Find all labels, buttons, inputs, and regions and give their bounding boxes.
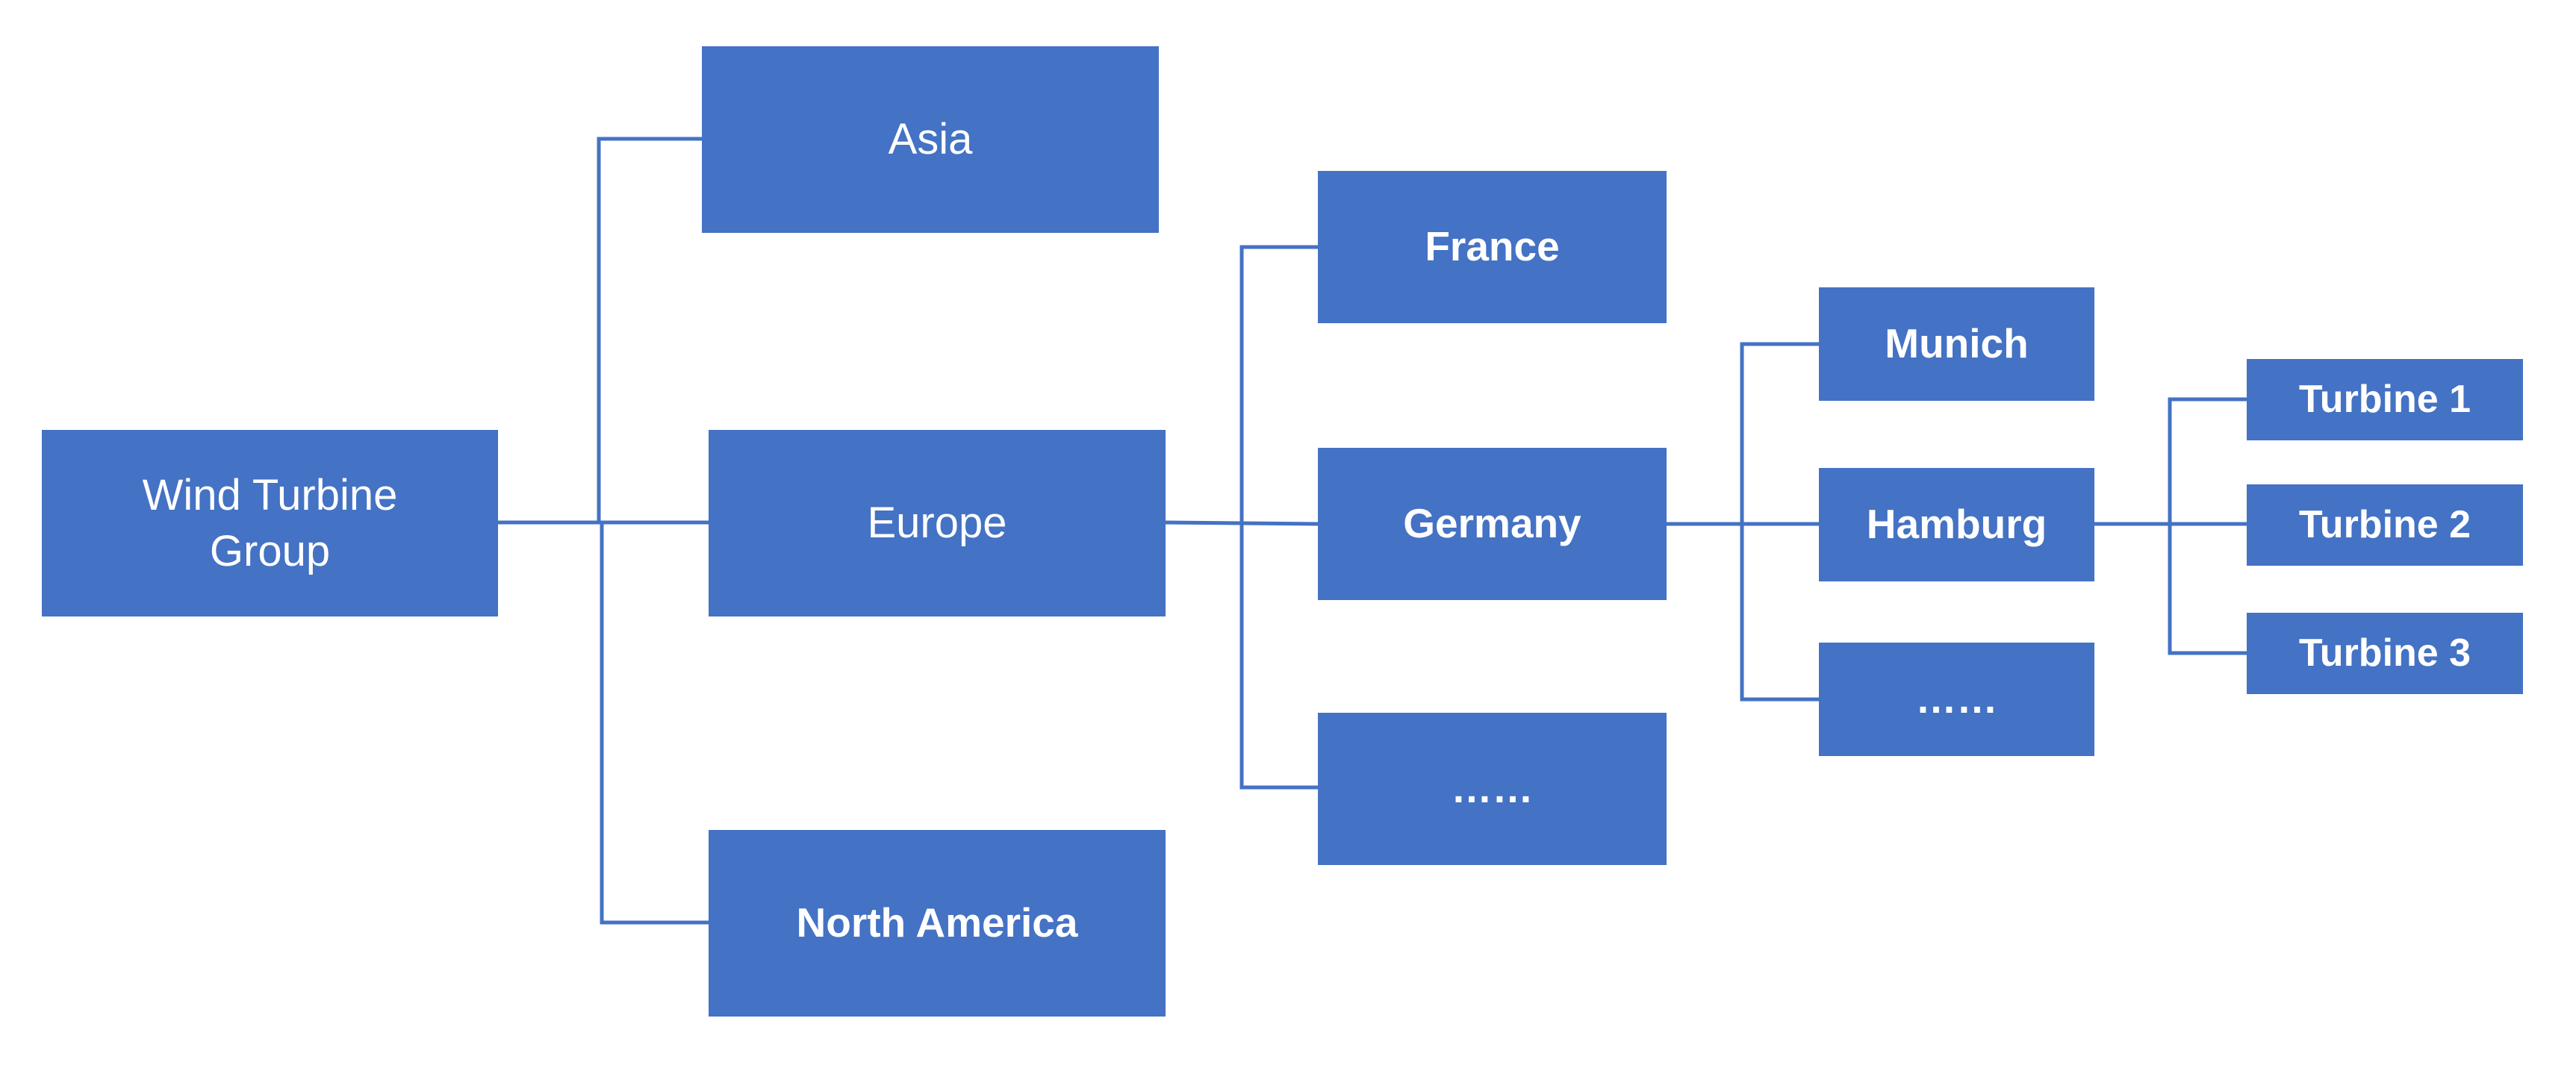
node-city-more: …… [1819, 643, 2094, 756]
node-asia: Asia [702, 46, 1159, 233]
node-label: Hamburg [1866, 501, 2047, 548]
node-label: …… [1915, 675, 1998, 722]
node-turbine-1: Turbine 1 [2247, 359, 2523, 440]
node-north-america: North America [709, 830, 1166, 1017]
node-germany: Germany [1318, 448, 1667, 600]
node-label: North America [796, 899, 1078, 946]
node-label: Europe [867, 499, 1007, 548]
node-label: Asia [888, 115, 973, 164]
node-hamburg: Hamburg [1819, 468, 2094, 581]
node-munich: Munich [1819, 287, 2094, 401]
node-label: …… [1451, 765, 1534, 812]
node-label: Germany [1403, 500, 1581, 547]
node-turbine-3: Turbine 3 [2247, 613, 2523, 694]
node-label: Munich [1885, 320, 2029, 367]
node-europe: Europe [709, 430, 1166, 616]
node-label: Wind Turbine Group [142, 470, 398, 575]
node-turbine-2: Turbine 2 [2247, 484, 2523, 566]
node-label: Turbine 1 [2298, 377, 2471, 421]
node-country-more: …… [1318, 713, 1667, 865]
node-wind-turbine-group: Wind Turbine Group [42, 430, 498, 616]
node-label: Turbine 2 [2298, 502, 2471, 546]
node-label: Turbine 3 [2298, 631, 2471, 675]
node-france: France [1318, 171, 1667, 323]
node-label: France [1425, 223, 1560, 270]
